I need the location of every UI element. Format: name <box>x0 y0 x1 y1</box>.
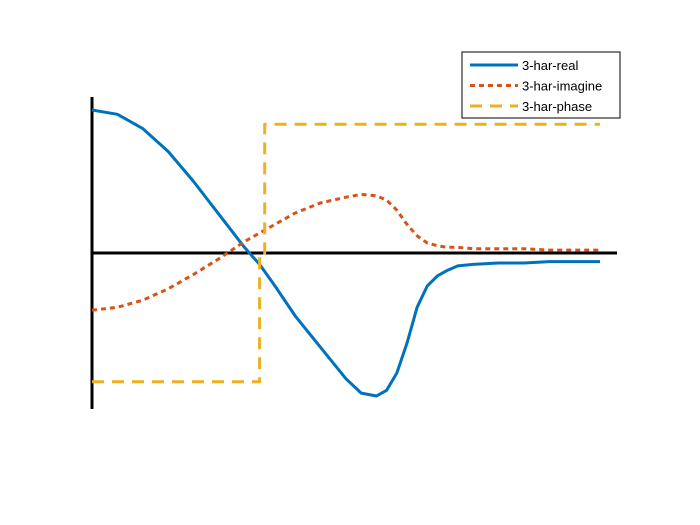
series-line-3-har-real <box>91 108 600 398</box>
series-line-3-har-phase <box>92 122 600 384</box>
axes <box>90 97 617 409</box>
series-line-3-har-imagine <box>91 192 600 312</box>
legend: 3-har-real 3-har-imagine 3-har-phase <box>461 51 621 119</box>
legend-label: 3-har-imagine <box>522 79 602 94</box>
legend-label: 3-har-phase <box>522 99 592 114</box>
legend-label: 3-har-real <box>522 58 578 73</box>
plot-lines <box>91 108 600 398</box>
